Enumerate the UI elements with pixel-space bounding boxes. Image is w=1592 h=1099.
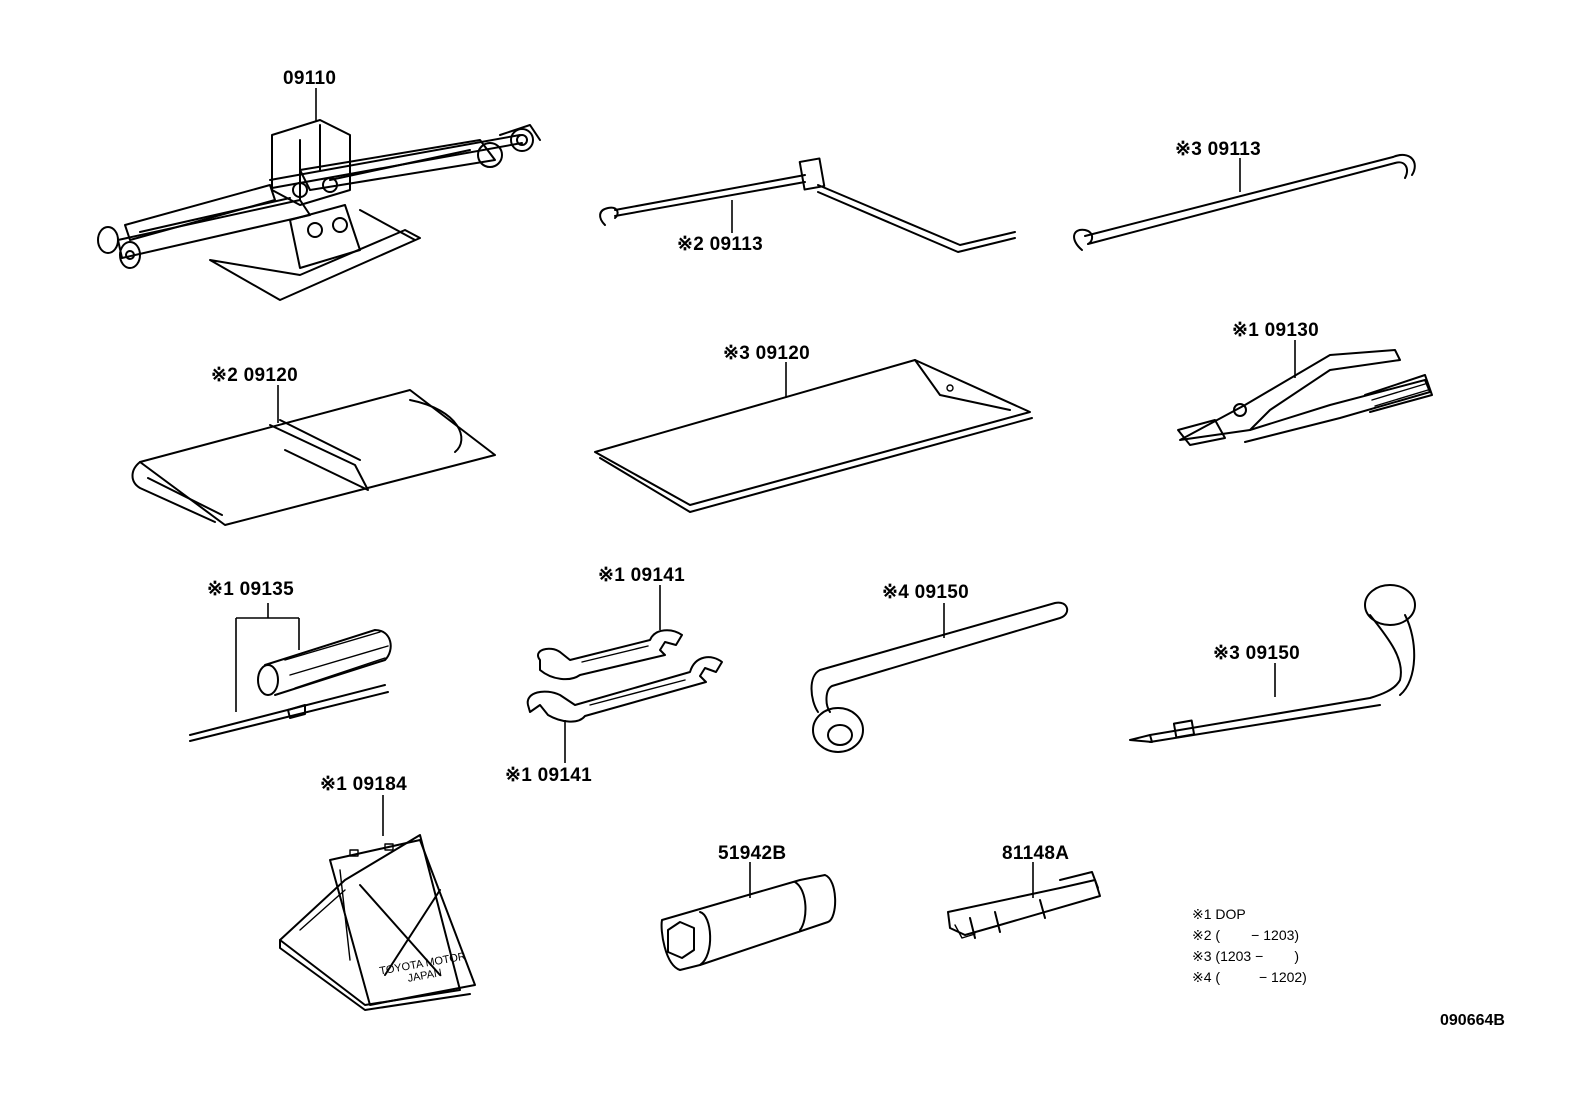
label-bracket: 81148A <box>1002 843 1070 864</box>
lug-wrench-curved <box>1129 584 1416 743</box>
label-lug-wrench-4: ※4 09150 <box>882 582 969 603</box>
label-pliers: ※1 09130 <box>1232 320 1319 341</box>
jack-handle-folding <box>599 157 1016 253</box>
tool-bag-flat <box>594 359 1033 513</box>
scissor-jack <box>97 88 541 301</box>
lug-wrench-l <box>810 601 1069 753</box>
wrench-pair <box>526 585 723 763</box>
tool-bag-rolled <box>131 385 496 526</box>
note-4: ※4 ( − 1202) <box>1192 969 1307 985</box>
label-wrench-bottom: ※1 09141 <box>505 765 592 786</box>
label-chock: ※1 09184 <box>320 774 407 795</box>
label-screwdriver: ※1 09135 <box>207 579 294 600</box>
label-jack-handle-3: ※3 09113 <box>1175 139 1261 160</box>
note-3: ※3 (1203 − ) <box>1192 948 1300 964</box>
wheel-chock <box>279 795 476 1011</box>
reference-number: 090664B <box>1440 1012 1505 1029</box>
note-2: ※2 ( − 1203) <box>1192 927 1300 943</box>
label-jack-handle-2: ※2 09113 <box>677 234 763 255</box>
note-1: ※1 DOP <box>1192 906 1246 922</box>
label-lug-wrench-3: ※3 09150 <box>1213 643 1300 664</box>
label-wrench-top: ※1 09141 <box>598 565 685 586</box>
label-tool-bag-2: ※2 09120 <box>211 365 298 386</box>
bracket <box>947 862 1101 939</box>
label-jack: 09110 <box>283 68 337 89</box>
socket-tool <box>660 862 837 971</box>
screwdriver <box>189 603 392 742</box>
jack-handle-straight <box>1073 154 1416 251</box>
label-socket: 51942B <box>718 843 787 864</box>
label-tool-bag-3: ※3 09120 <box>723 343 810 364</box>
pliers <box>1177 340 1433 446</box>
